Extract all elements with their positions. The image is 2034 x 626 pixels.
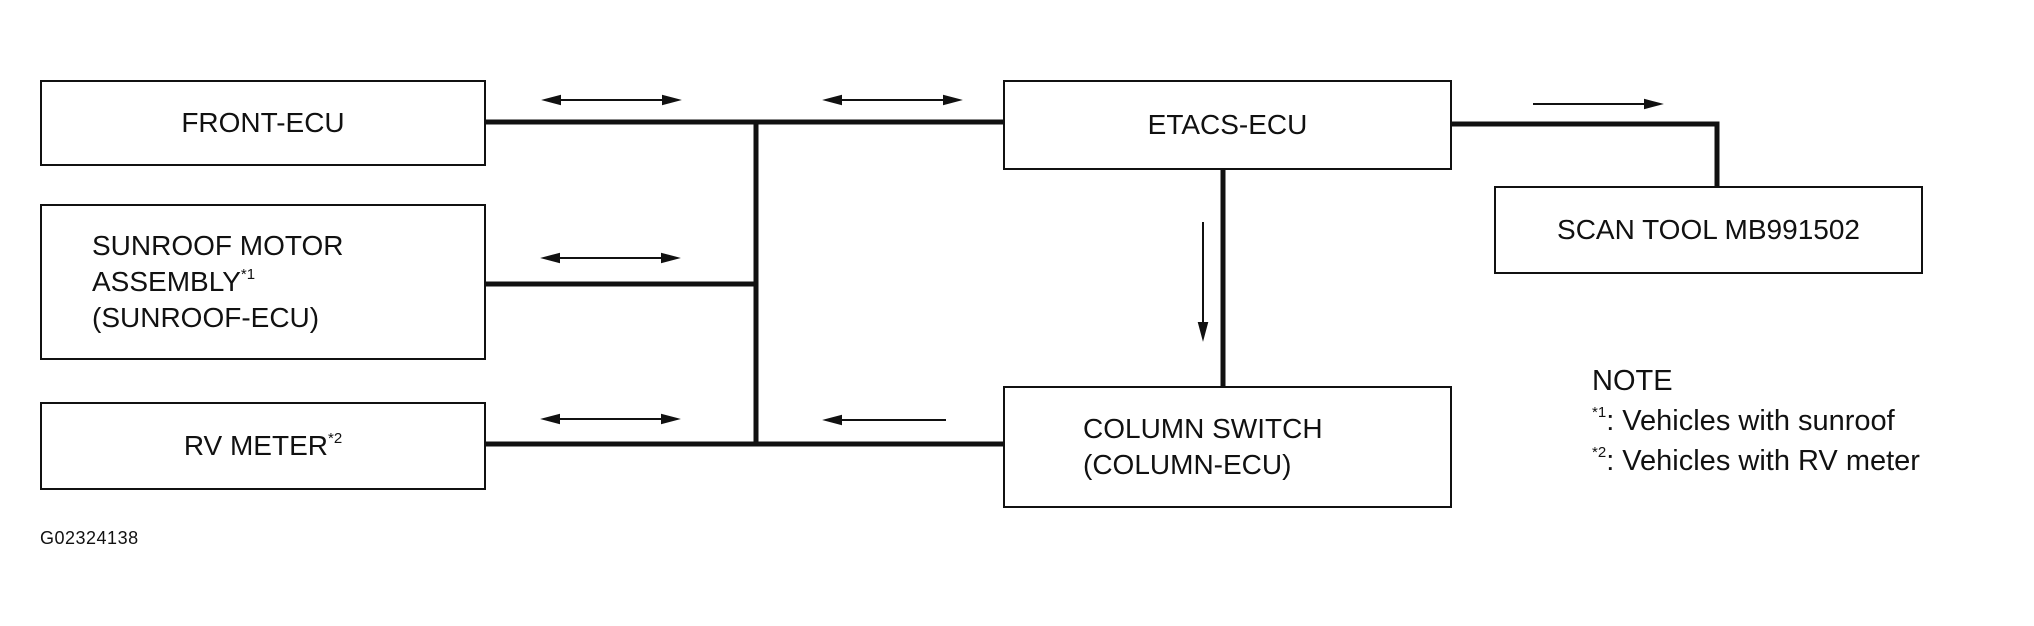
rv-meter-label: RV METER*2 — [183, 429, 343, 461]
sunroof-line1: SUNROOF MOTOR — [92, 230, 344, 261]
front-ecu-label: FRONT-ECU — [181, 107, 345, 138]
footnote-marker: *1 — [240, 265, 256, 283]
bus-line-etacs-scantool — [1452, 121, 1720, 186]
sunroof-line3: (SUNROOF-ECU) — [92, 302, 320, 333]
note-item: *2: Vehicles with RV meter — [1592, 444, 1920, 477]
double-arrow-icon — [541, 94, 682, 106]
arrow-right-icon — [1533, 98, 1664, 110]
note-title: NOTE — [1592, 365, 1673, 397]
etacs-ecu-box: ETACS-ECU — [1003, 80, 1452, 170]
figure-id: G02324138 — [40, 528, 139, 548]
double-arrow-icon — [540, 252, 681, 264]
double-arrow-icon — [540, 413, 681, 425]
scan-tool-label: SCAN TOOL MB991502 — [1557, 214, 1860, 245]
front-ecu-box: FRONT-ECU — [40, 80, 486, 166]
note-block: NOTE *1: Vehicles with sunroof *2: Vehic… — [1592, 361, 1920, 481]
sunroof-motor-box: SUNROOF MOTOR ASSEMBLY*1 (SUNROOF-ECU) — [40, 204, 486, 360]
rv-meter-box: RV METER*2 — [40, 402, 486, 490]
column-switch-line2: (COLUMN-ECU) — [1083, 449, 1292, 480]
note-item: *1: Vehicles with sunroof — [1592, 404, 1895, 437]
sunroof-line2: ASSEMBLY*1 — [92, 265, 256, 297]
column-switch-box: COLUMN SWITCH (COLUMN-ECU) — [1003, 386, 1452, 508]
etacs-ecu-label: ETACS-ECU — [1147, 109, 1308, 140]
arrow-left-icon — [822, 414, 946, 426]
double-arrow-icon — [822, 94, 963, 106]
scan-tool-box: SCAN TOOL MB991502 — [1494, 186, 1923, 274]
column-switch-line1: COLUMN SWITCH — [1083, 413, 1323, 444]
footnote-marker: *2 — [327, 429, 343, 447]
arrow-down-icon — [1197, 222, 1209, 342]
